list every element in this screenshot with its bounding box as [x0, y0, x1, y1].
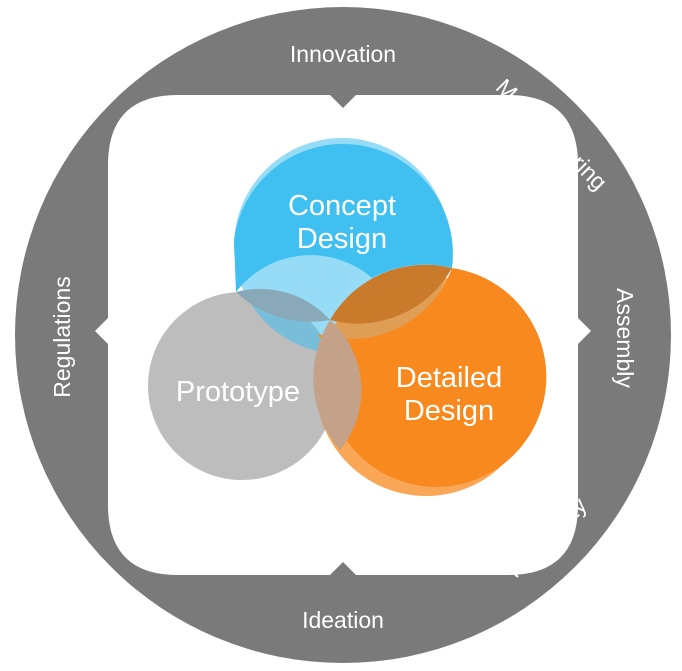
overlap-concept-prototype [236, 288, 330, 322]
ring-label-ideation: Ideation [302, 607, 384, 633]
detailed-label-line2: Design [404, 395, 494, 427]
overlap-concept-detailed [330, 264, 452, 324]
concept-label-line1: Concept [288, 190, 396, 222]
ring-label-innovation: Innovation [290, 41, 396, 67]
overlap-prototype-detailed [313, 320, 362, 450]
ring-label-regulations: Regulations [49, 276, 75, 397]
concept-solid [234, 144, 453, 292]
prototype-label: Prototype [176, 376, 300, 408]
detailed-label-line1: Detailed [396, 362, 502, 394]
ring-label-assembly: Assembly [612, 288, 638, 388]
concept-solid-group [234, 144, 453, 292]
concept-label-line2: Design [297, 223, 387, 255]
detailed-solid [318, 268, 547, 487]
